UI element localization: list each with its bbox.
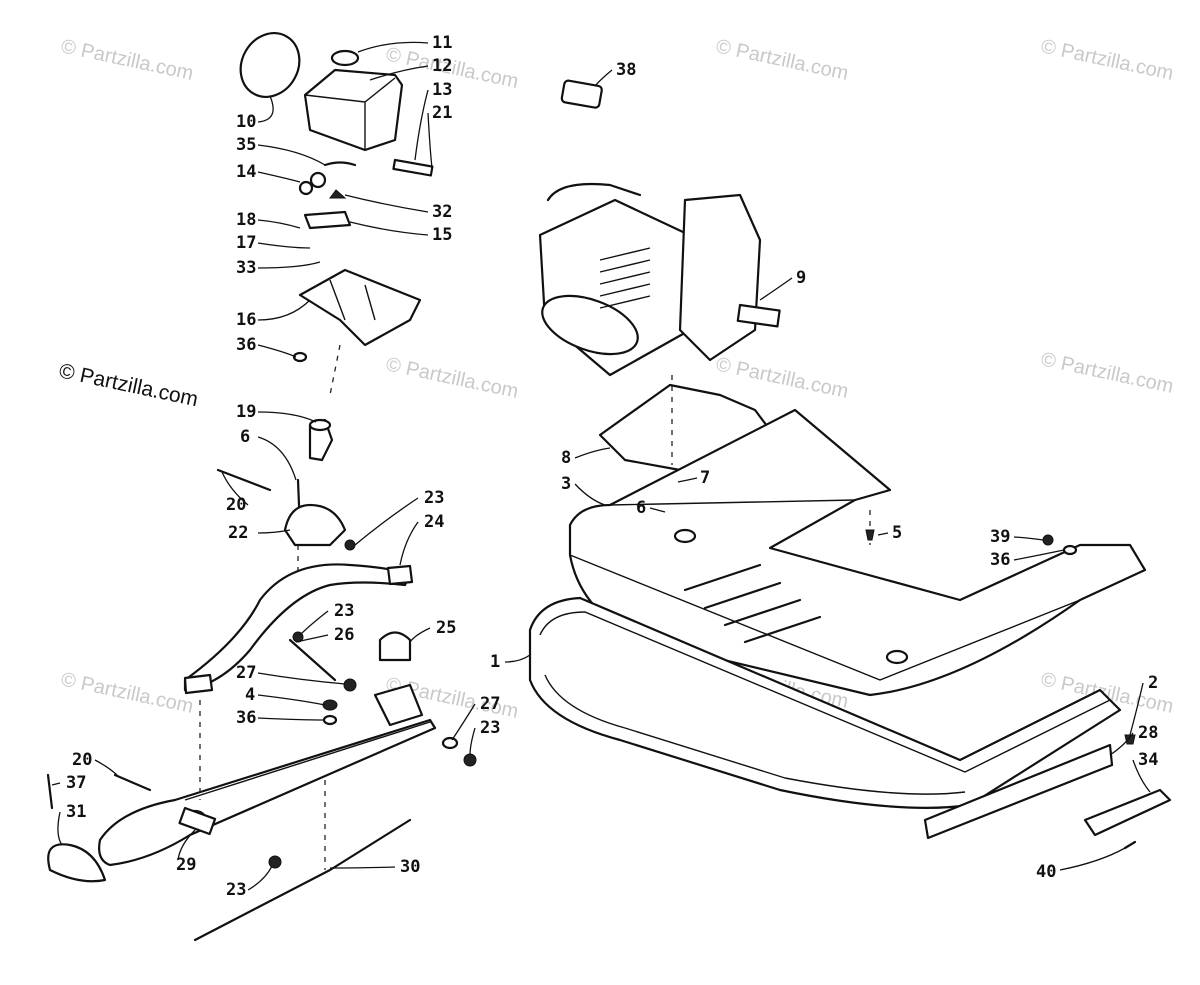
callout-11: 11: [432, 33, 452, 53]
fuel-tank-group: [239, 32, 434, 396]
callout-21: 21: [432, 103, 452, 123]
callout-23: 23: [424, 488, 444, 508]
tank-bracket: [298, 268, 422, 347]
callout-31: 31: [66, 802, 86, 822]
watermark-text-main: © Partzilla.com: [57, 359, 200, 411]
ski-bolt: [113, 773, 152, 792]
callout-10: 10: [236, 112, 256, 132]
reflector: [1083, 788, 1172, 837]
callout-20: 20: [226, 495, 246, 515]
callout-24: 24: [424, 512, 444, 532]
callout-34: 34: [1138, 750, 1158, 770]
callout-35: 35: [236, 135, 256, 155]
callout-25: 25: [436, 618, 456, 638]
callout-36: 36: [236, 708, 256, 728]
callout-4: 4: [245, 685, 255, 705]
callout-38: 38: [616, 60, 636, 80]
spring-bracket: [378, 631, 412, 662]
callout-labels: 11 12 13 21 10 35 14 32 18 15 17 33 16 3…: [66, 33, 1158, 900]
callout-14: 14: [236, 162, 256, 182]
saddle-block: [283, 503, 347, 547]
ski-spring: [183, 563, 412, 692]
ski-loop: [47, 843, 107, 883]
watermark-text: © Partzilla.com: [384, 353, 520, 403]
callout-15: 15: [432, 225, 452, 245]
callout-7: 7: [700, 468, 710, 488]
callout-33: 33: [236, 258, 256, 278]
chassis-group: [528, 408, 1172, 850]
fuel-hose: [392, 158, 434, 177]
ski: [98, 718, 437, 867]
starter-housing: [678, 193, 762, 362]
callout-13: 13: [432, 80, 452, 100]
callout-6: 6: [240, 427, 250, 447]
callout-18: 18: [236, 210, 256, 230]
watermark-text: © Partzilla.com: [59, 35, 195, 85]
callout-20: 20: [72, 750, 92, 770]
tank-pad: [303, 210, 352, 230]
callout-5: 5: [892, 523, 902, 543]
callout-6: 6: [636, 498, 646, 518]
callout-40: 40: [1036, 862, 1056, 882]
side-trim: [923, 743, 1114, 840]
muffler: [541, 294, 639, 356]
cooling-fins: [599, 247, 651, 309]
tank-strap: [239, 32, 301, 98]
ski-runner: [193, 818, 412, 942]
cotter-pin: [46, 773, 54, 810]
callout-22: 22: [228, 523, 248, 543]
watermark-text: © Partzilla.com: [59, 668, 195, 718]
callout-27: 27: [236, 663, 256, 683]
callout-8: 8: [561, 448, 571, 468]
fuel-cap: [330, 49, 360, 67]
watermark-text: © Partzilla.com: [714, 35, 850, 85]
callout-2: 2: [1148, 673, 1158, 693]
callout-27: 27: [480, 694, 500, 714]
bolt: [216, 468, 272, 492]
leader-lines: [51, 41, 1151, 891]
callout-26: 26: [334, 625, 354, 645]
crankshaft: [736, 303, 781, 328]
engine-group: [538, 79, 781, 518]
callout-37: 37: [66, 773, 86, 793]
callout-29: 29: [176, 855, 196, 875]
callout-16: 16: [236, 310, 256, 330]
callout-23: 23: [226, 880, 246, 900]
watermark-text: © Partzilla.com: [714, 353, 850, 403]
callout-9: 9: [796, 268, 806, 288]
callout-28: 28: [1138, 723, 1158, 743]
belly-pan-slots: [683, 563, 822, 644]
callout-17: 17: [236, 233, 256, 253]
decal: [560, 79, 603, 109]
spring-bolt: [288, 638, 337, 682]
callout-19: 19: [236, 402, 256, 422]
callout-39: 39: [990, 527, 1010, 547]
fuel-filter: [329, 189, 347, 199]
callout-23: 23: [480, 718, 500, 738]
recoil-handle: [546, 182, 642, 202]
callout-23: 23: [334, 601, 354, 621]
callout-32: 32: [432, 202, 452, 222]
fuel-line: [323, 161, 357, 167]
shutoff-valve: [309, 171, 327, 189]
callout-1: 1: [490, 652, 500, 672]
watermark-text: © Partzilla.com: [1039, 35, 1175, 85]
callout-36: 36: [990, 550, 1010, 570]
callout-3: 3: [561, 474, 571, 494]
callout-12: 12: [432, 56, 452, 76]
callout-36: 36: [236, 335, 256, 355]
callout-30: 30: [400, 857, 420, 877]
watermark-text: © Partzilla.com: [1039, 348, 1175, 398]
fuel-tank: [303, 68, 404, 152]
